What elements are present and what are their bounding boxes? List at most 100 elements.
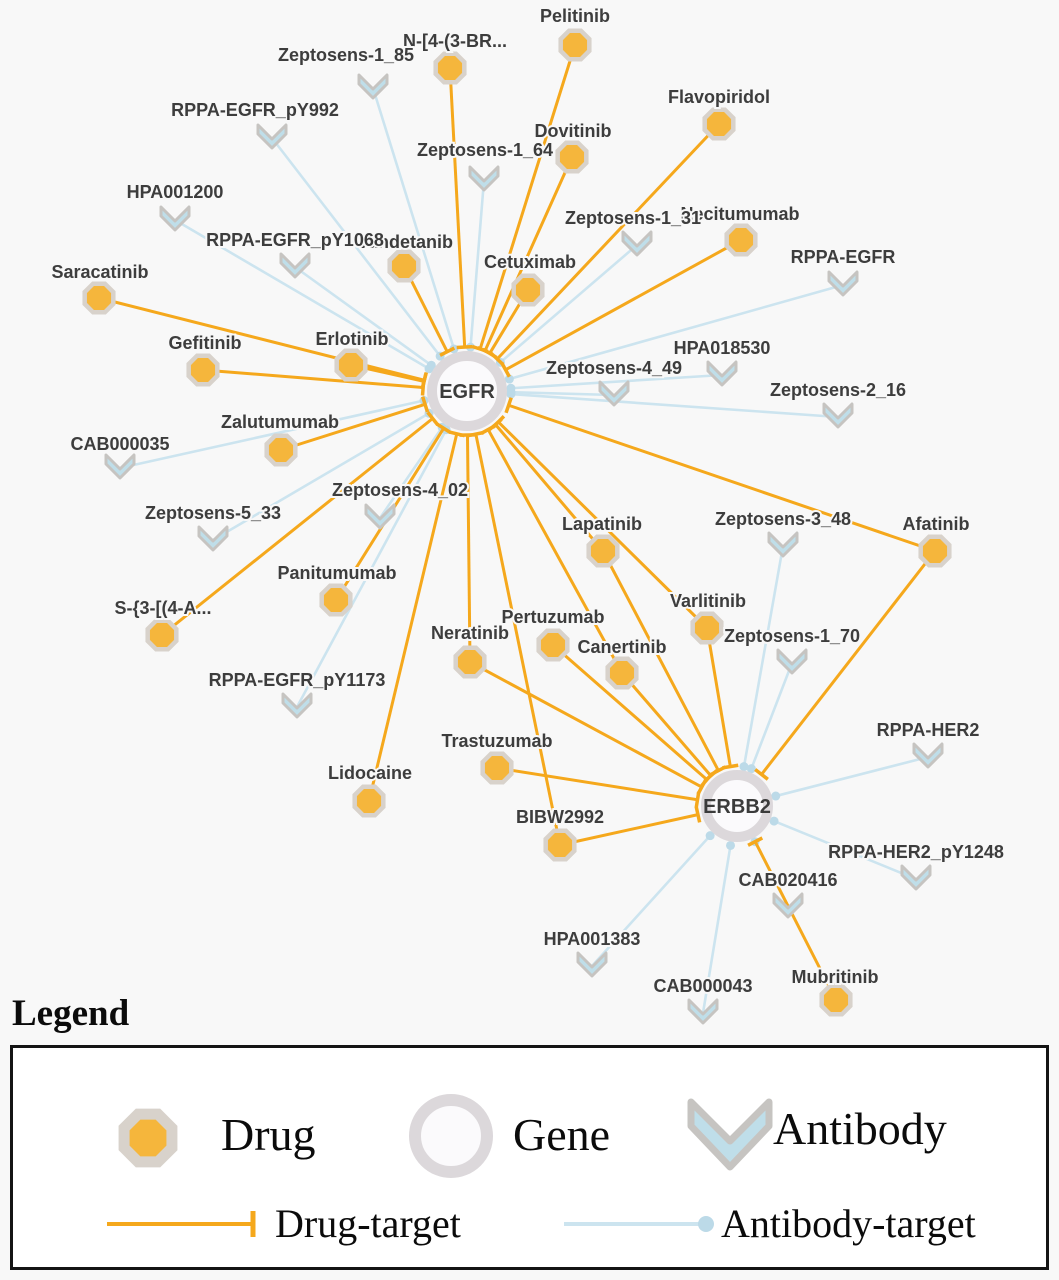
antibody-target-edge: [742, 545, 785, 767]
drug-target-edge: [465, 434, 472, 663]
drug-label-gefitinib: Gefitinib: [169, 333, 242, 353]
drug-target-edge: [496, 122, 721, 361]
drug-node-trastuzumab[interactable]: [480, 751, 514, 785]
antibody-target-edge-dot: [771, 791, 781, 801]
drug-target-edge-tee: [439, 346, 456, 357]
drug-node-pelitinib[interactable]: [558, 28, 592, 62]
gene-label: EGFR: [439, 381, 495, 403]
drug-node-n-4-3-br[interactable]: [433, 51, 467, 85]
drug-node-zalutumumab[interactable]: [264, 433, 298, 467]
drug-target-edge: [508, 403, 936, 553]
antibody-target-edge: [295, 429, 448, 708]
drug-label-neratinib: Neratinib: [431, 623, 509, 643]
drug-node-flavopiridol[interactable]: [702, 107, 736, 141]
drug-label-varlitinib: Varlitinib: [670, 591, 746, 611]
antibody-label-zeptosens-1-31: Zeptosens-1_31: [565, 208, 701, 228]
drug-node-panitumumab[interactable]: [319, 583, 353, 617]
antibody-node-zeptosens-2-16[interactable]: [822, 402, 854, 429]
antibody-node-rppa-her2-py1248[interactable]: [900, 864, 932, 891]
drug-target-edge-tee: [500, 361, 511, 378]
gene-node-erbb2[interactable]: ERBB2: [701, 770, 773, 842]
antibody-label-zeptosens-5-33: Zeptosens-5_33: [145, 503, 281, 523]
antibody-label-zeptosens-4-49: Zeptosens-4_49: [546, 358, 682, 378]
antibody-node-cab020416[interactable]: [772, 892, 804, 919]
drug-label-bibw2992: BIBW2992: [516, 807, 604, 827]
antibody-node-cab000043[interactable]: [687, 998, 719, 1025]
antibody-node-rppa-egfr[interactable]: [827, 270, 859, 297]
drug-node-neratinib[interactable]: [453, 645, 487, 679]
antibody-target-edge: [499, 244, 638, 364]
drug-label-vandetanib: Vandetanib: [357, 232, 453, 252]
legend-drug-target-label: Drug-target: [275, 1201, 461, 1246]
antibody-label-rppa-egfr-py992: RPPA-EGFR_pY992: [171, 100, 339, 120]
drug-node-afatinib[interactable]: [918, 534, 952, 568]
drug-target-edge: [280, 402, 426, 452]
drug-target-edge-tee: [435, 422, 452, 435]
antibody-node-zeptosens-1-70[interactable]: [776, 648, 808, 675]
drug-node-saracatinib[interactable]: [82, 281, 116, 315]
antibody-target-edge-dot: [769, 816, 779, 826]
antibody-node-hpa001200[interactable]: [159, 205, 191, 232]
drug-target-edge-tee: [420, 396, 430, 413]
drug-target-edge-tee: [700, 772, 714, 787]
antibody-node-zeptosens-3-48[interactable]: [767, 531, 799, 558]
drug-target-edge: [202, 368, 424, 390]
antibody-target-edge-dot: [746, 764, 756, 774]
antibody-node-rppa-her2[interactable]: [912, 742, 944, 769]
antibody-node-zeptosens-4-02[interactable]: [364, 503, 396, 530]
drug-target-edge-tee: [467, 430, 485, 438]
drug-label-afatinib: Afatinib: [903, 514, 970, 534]
antibody-target-edge: [510, 373, 723, 390]
drug-target-edge-tee: [426, 411, 440, 426]
drug-target-edge: [161, 417, 434, 637]
drug-node-mubritinib[interactable]: [819, 983, 853, 1017]
drug-node-vandetanib[interactable]: [387, 249, 421, 283]
antibody-target-edge: [469, 179, 486, 348]
drug-label-pelitinib: Pelitinib: [540, 6, 610, 26]
antibody-node-zeptosens-1-64[interactable]: [468, 165, 500, 192]
drug-node-erlotinib[interactable]: [334, 348, 368, 382]
drug-target-edge: [620, 672, 712, 777]
drug-target-edge: [98, 296, 425, 382]
antibody-node-zeptosens-1-85[interactable]: [357, 73, 389, 100]
antibody-node-rppa-egfr-py992[interactable]: [256, 123, 288, 150]
drug-node-pertuzumab[interactable]: [536, 628, 570, 662]
drug-node-canertinib[interactable]: [605, 656, 639, 690]
drug-target-edge: [497, 420, 709, 630]
antibody-node-hpa018530[interactable]: [706, 360, 738, 387]
antibody-node-rppa-egfr-py1173[interactable]: [281, 692, 313, 719]
drug-node-cetuximab[interactable]: [511, 273, 545, 307]
drug-label-pertuzumab: Pertuzumab: [501, 607, 604, 627]
antibody-target-edge: [750, 662, 794, 770]
drug-node-gefitinib[interactable]: [186, 353, 220, 387]
antibody-node-zeptosens-1-31[interactable]: [621, 230, 653, 257]
antibody-node-cab000035[interactable]: [104, 453, 136, 480]
drug-label-necitumumab: Necitumumab: [680, 204, 799, 224]
drug-node-lidocaine[interactable]: [352, 784, 386, 818]
drug-node-bibw2992[interactable]: [543, 828, 577, 862]
drug-node-s-3-4-a[interactable]: [145, 618, 179, 652]
drug-target-edge: [494, 423, 605, 552]
drug-label-lidocaine: Lidocaine: [328, 763, 412, 783]
gene-node-egfr[interactable]: EGFR: [427, 351, 507, 431]
antibody-node-zeptosens-4-49[interactable]: [598, 380, 630, 407]
drug-node-necitumumab[interactable]: [724, 223, 758, 257]
legend-antibody-label: Antibody: [773, 1103, 947, 1154]
drug-node-varlitinib[interactable]: [690, 611, 724, 645]
drug-node-dovitinib[interactable]: [555, 140, 589, 174]
drug-node-lapatinib[interactable]: [586, 534, 620, 568]
antibody-target-edge: [119, 399, 425, 470]
drug-target-edge: [483, 156, 574, 352]
antibody-target-edge: [212, 412, 430, 542]
drug-target-edge-tee: [420, 373, 428, 390]
legend-drug-label: Drug: [221, 1109, 316, 1160]
antibody-label-zeptosens-4-02: Zeptosens-4_02: [332, 480, 468, 500]
antibody-target-edge: [775, 755, 929, 798]
antibody-node-rppa-egfr-py1068[interactable]: [279, 252, 311, 279]
antibody-node-hpa001383[interactable]: [576, 951, 608, 978]
legend-antibody-target-edge: [564, 1216, 714, 1232]
drug-label-zalutumumab: Zalutumumab: [221, 412, 339, 432]
legend-box: Drug Gene Antibody Drug-target Antibody-…: [10, 1045, 1049, 1270]
antibody-node-zeptosens-5-33[interactable]: [197, 525, 229, 552]
network-canvas: EGFRERBB2PelitinibN-[4-(3-BR...Flavopiri…: [49, 4, 1006, 1025]
